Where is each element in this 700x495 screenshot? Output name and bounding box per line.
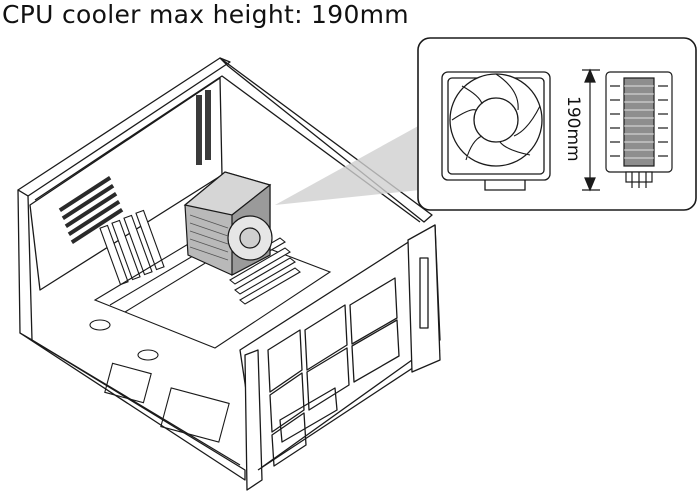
height-dimension-arrow — [582, 68, 600, 192]
callout-pointer — [275, 125, 420, 205]
fan-front-view — [441, 71, 551, 191]
rear-vent-grid — [58, 90, 211, 245]
cpu-cooler — [183, 171, 273, 276]
spec-headline: CPU cooler max height: 190mm — [2, 0, 409, 29]
cooler-inset: 190mm — [417, 37, 697, 211]
case-chassis — [17, 57, 441, 491]
height-dimension-label: 190mm — [563, 96, 583, 162]
expansion-slots — [99, 209, 165, 286]
heatsink-side-view — [605, 71, 673, 188]
